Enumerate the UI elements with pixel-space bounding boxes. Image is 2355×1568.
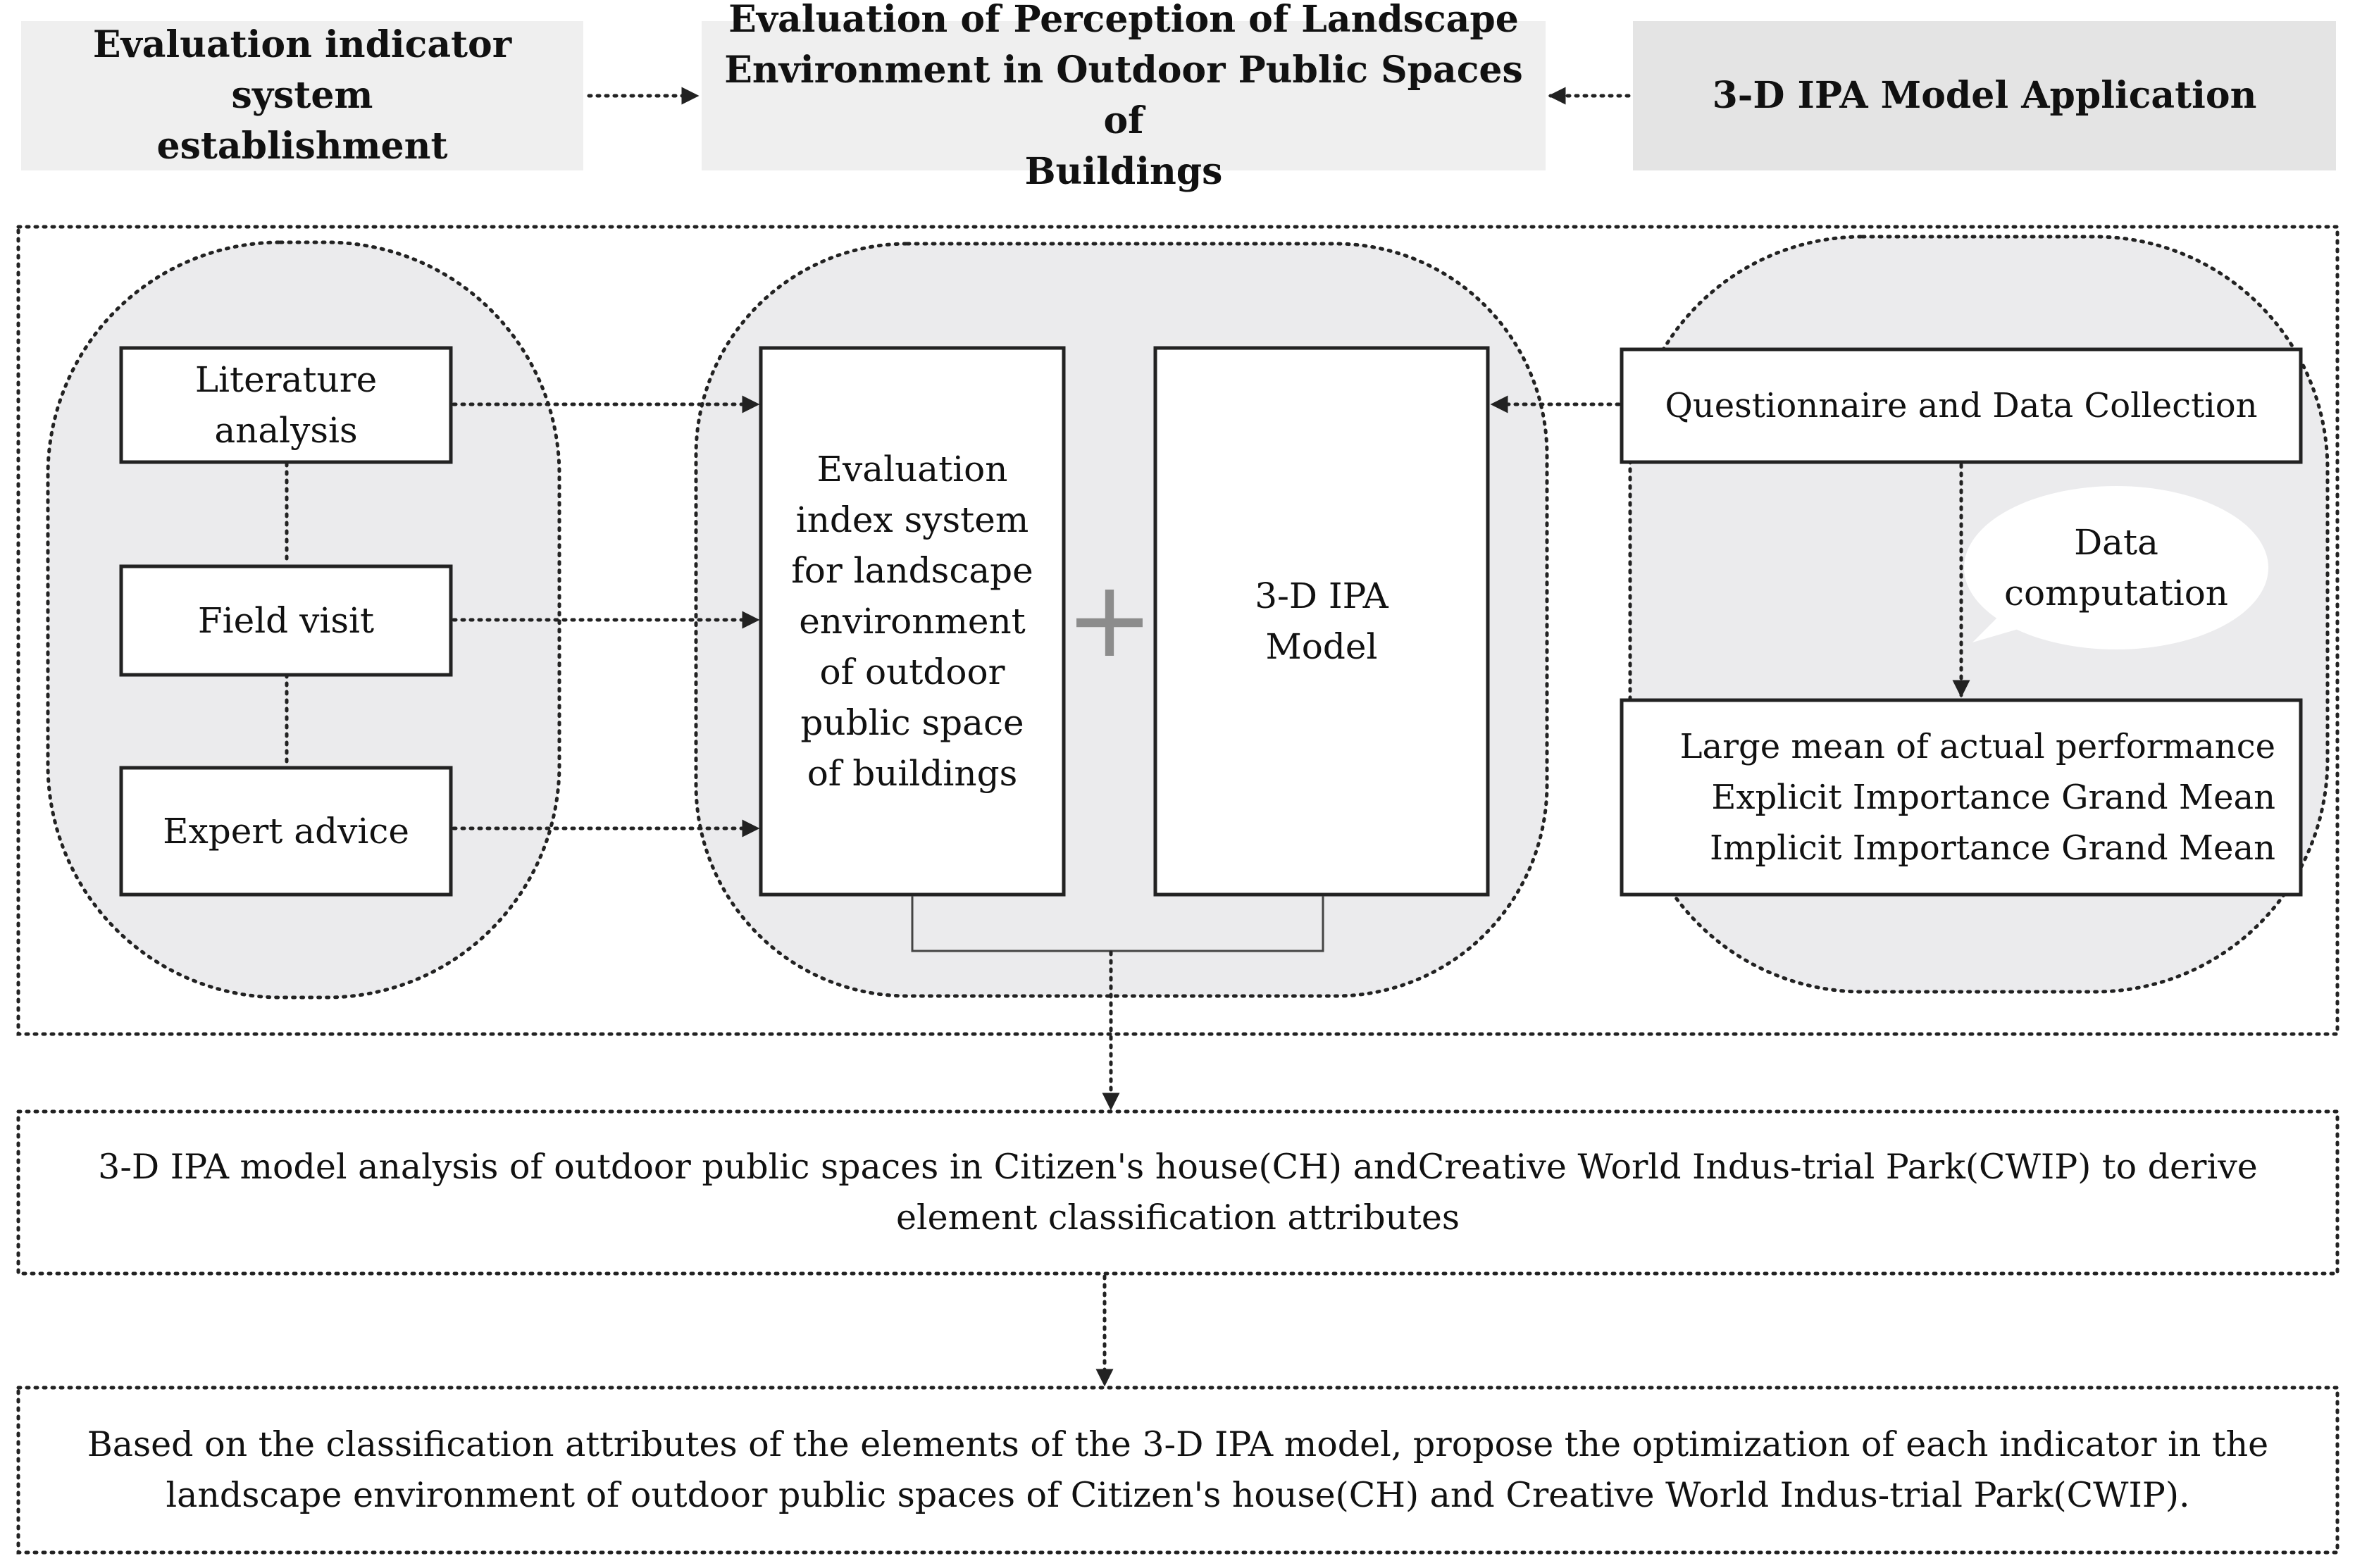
plus-sign: + bbox=[1065, 559, 1154, 681]
header-left-label: Evaluation indicator system establishmen… bbox=[92, 23, 512, 168]
center-bracket-connector bbox=[911, 896, 1324, 952]
index-system-label: Evaluation index system for landscape en… bbox=[791, 449, 1033, 794]
main-dotted-frame bbox=[16, 225, 2340, 1036]
index-system-box bbox=[759, 346, 1066, 897]
header-center-label: Evaluation of Perception of Landscape En… bbox=[724, 0, 1523, 193]
analysis-label: 3-D IPA model analysis of outdoor public… bbox=[98, 1147, 2258, 1238]
optimization-label: Based on the classification attributes o… bbox=[87, 1424, 2269, 1515]
literature-analysis-label: Literature analysis bbox=[194, 359, 378, 451]
expert-advice-label: Expert advice bbox=[163, 811, 409, 852]
literature-analysis-box bbox=[119, 346, 453, 464]
grand-means-label: Large mean of actual performance Explici… bbox=[1679, 727, 2275, 868]
ipa-model-box bbox=[1153, 346, 1490, 897]
field-visit-label: Field visit bbox=[197, 600, 375, 641]
header-right-box bbox=[1633, 21, 2336, 170]
header-left-box bbox=[21, 21, 583, 170]
questionnaire-box bbox=[1620, 347, 2303, 464]
header-center-box bbox=[702, 21, 1546, 170]
data-computation-label: Data computation bbox=[2003, 522, 2229, 614]
optimization-dotted-box bbox=[16, 1386, 2340, 1555]
expert-advice-box bbox=[119, 766, 453, 897]
header-right-label: 3-D IPA Model Application bbox=[1712, 74, 2257, 117]
data-computation-bubble-body bbox=[1964, 486, 2268, 649]
ipa-model-label: 3-D IPA Model bbox=[1255, 575, 1388, 667]
analysis-dotted-box bbox=[16, 1109, 2340, 1276]
grand-means-box bbox=[1620, 698, 2303, 897]
field-visit-box bbox=[119, 564, 453, 677]
questionnaire-label: Questionnaire and Data Collection bbox=[1665, 386, 2258, 425]
